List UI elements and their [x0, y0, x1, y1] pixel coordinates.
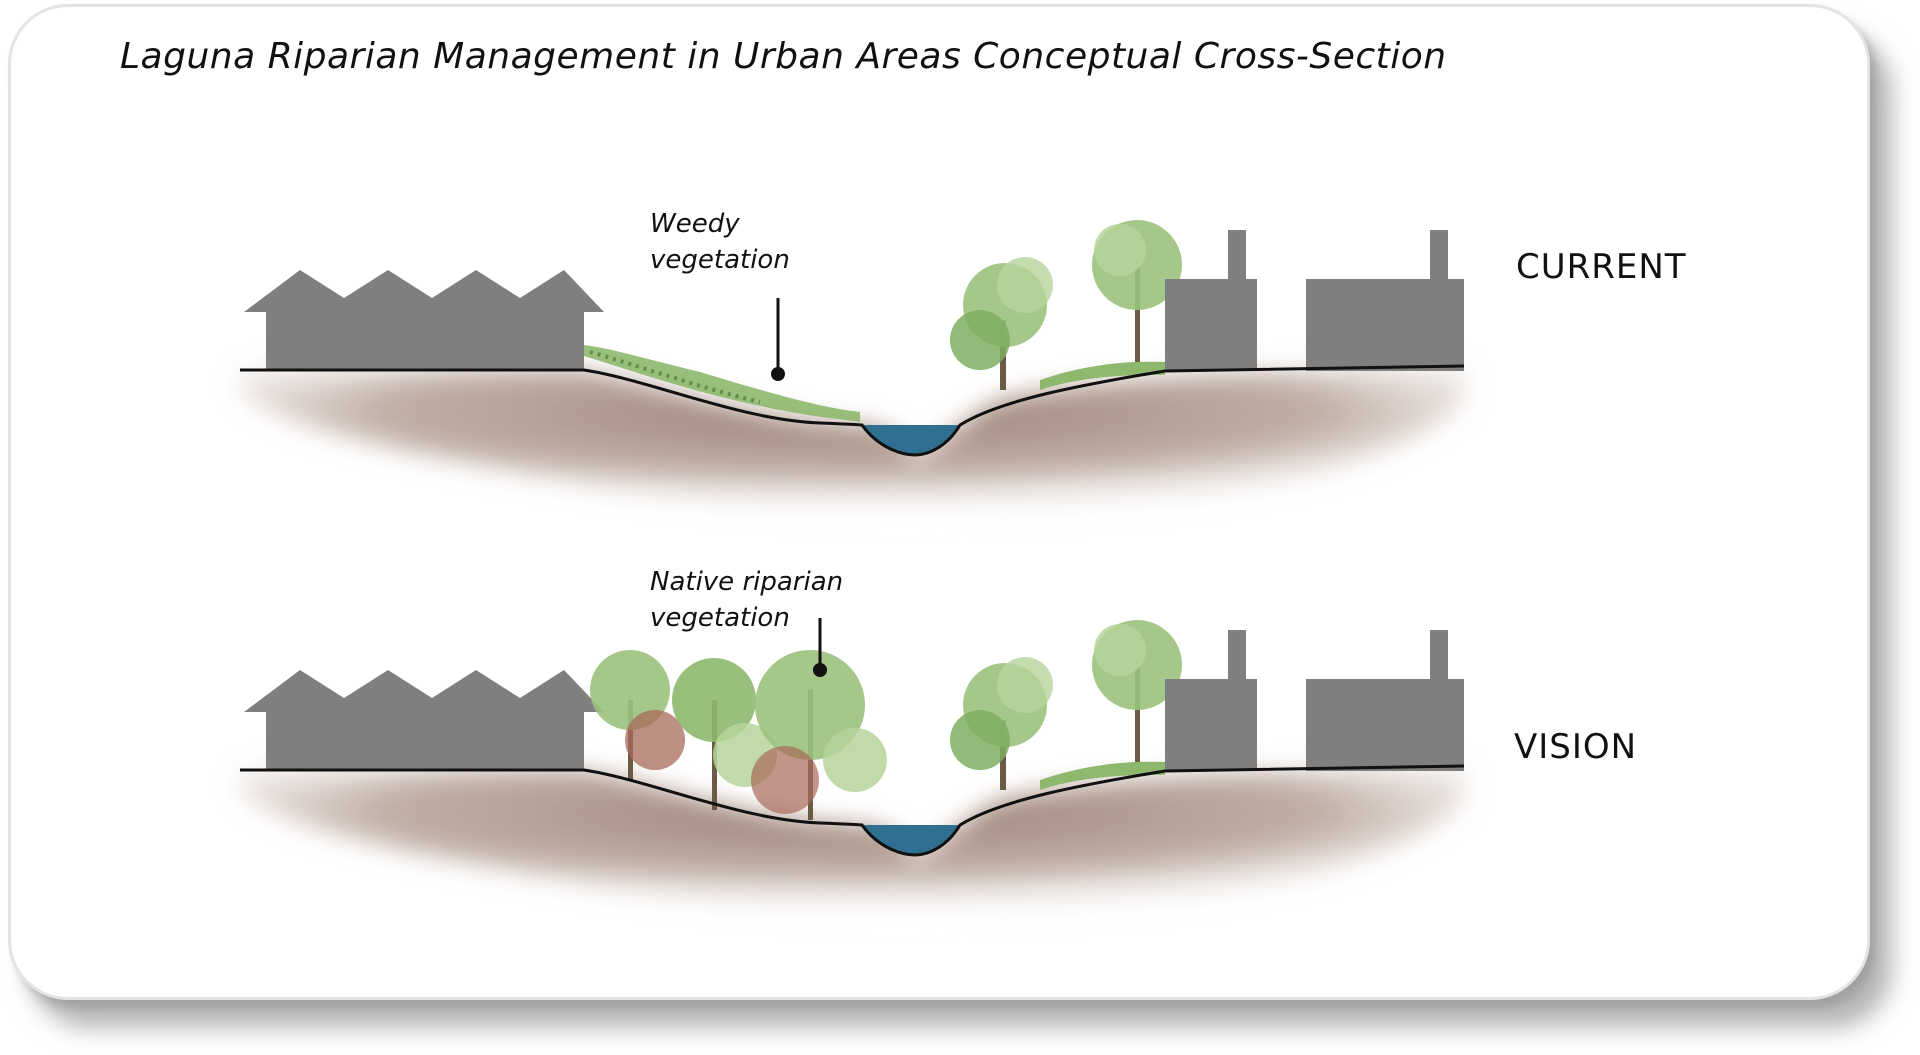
current-ground-line [240, 364, 1465, 457]
house-row-icon [244, 270, 604, 370]
factory-icon [1165, 630, 1464, 771]
grass-icon [584, 345, 860, 422]
house-row-icon [244, 670, 604, 770]
vision-annotation-line1: Native riparian [650, 567, 843, 597]
water-channel-icon [862, 425, 960, 455]
current-annotation-line1: Weedy [650, 209, 740, 239]
vision-label: VISION [1514, 727, 1637, 767]
vision-ground-line [240, 764, 1465, 857]
tree-icon [590, 650, 887, 820]
current-label: CURRENT [1516, 247, 1687, 287]
factory-icon [1165, 230, 1464, 371]
tree-icon [950, 220, 1182, 390]
current-soil [240, 366, 1465, 521]
water-channel-icon [862, 825, 960, 855]
vision-section: Native riparian vegetation VISION [240, 567, 1637, 921]
current-section: Weedy vegetation CURRENT [240, 209, 1687, 521]
page-title: Laguna Riparian Management in Urban Area… [120, 36, 1447, 77]
vision-annotation-line2: vegetation [650, 603, 790, 633]
current-annotation-line2: vegetation [650, 245, 790, 275]
vision-soil [240, 766, 1465, 921]
tree-icon [950, 620, 1182, 790]
